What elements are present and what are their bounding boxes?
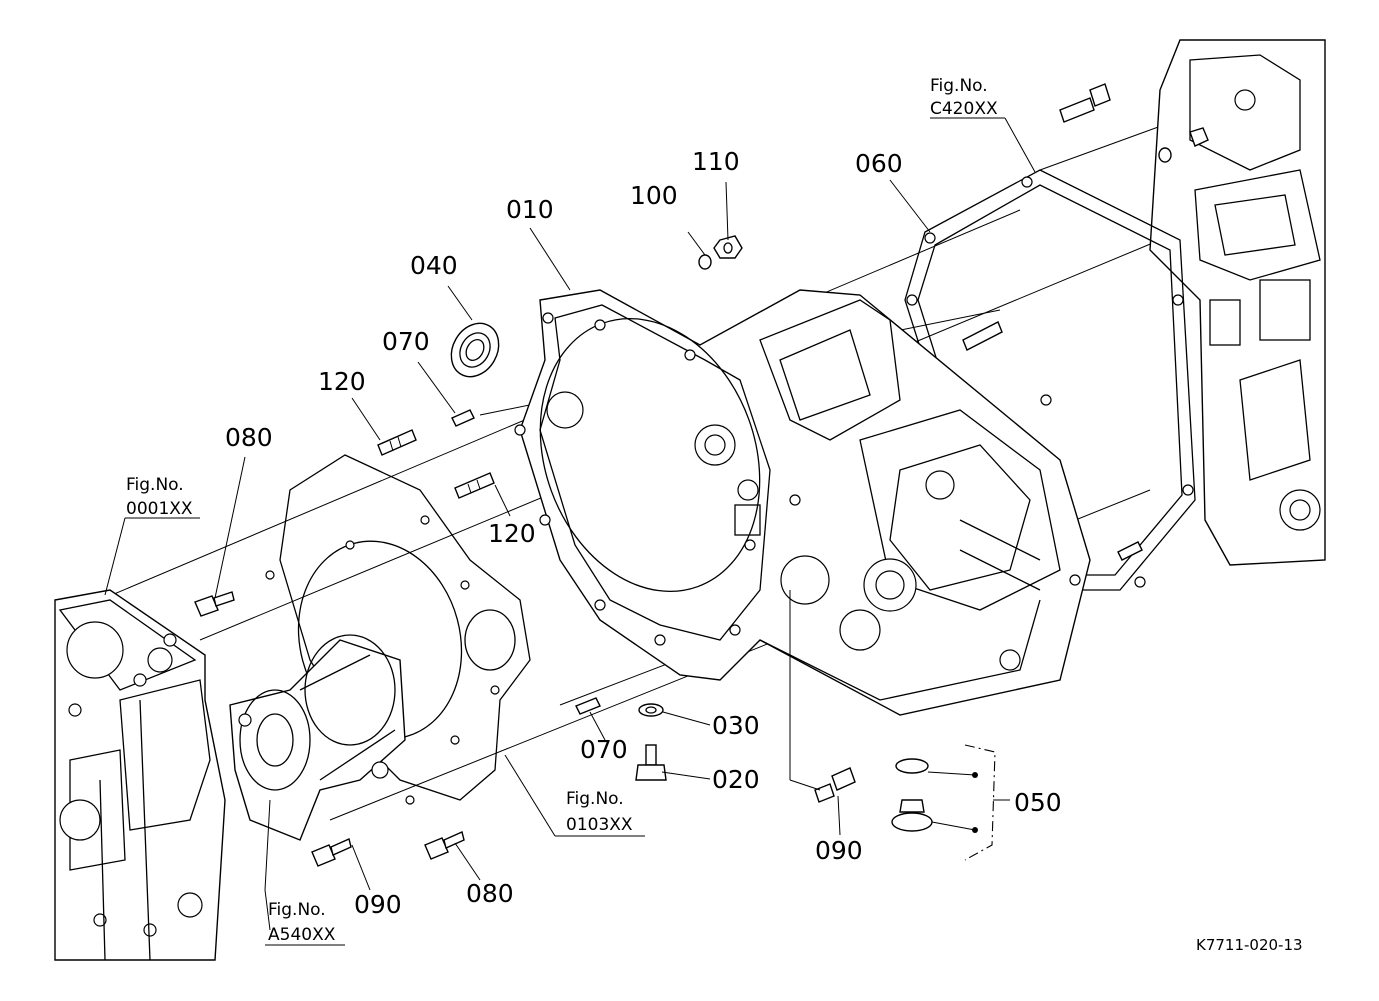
figref-c420xx-code: C420XX: [930, 99, 998, 119]
washer-100: [698, 254, 712, 270]
drawing-code: K7711-020-13: [1196, 936, 1303, 954]
figref-0103xx: Fig.No. 0103XX: [566, 789, 633, 835]
figref-0103xx-title: Fig.No.: [566, 789, 624, 809]
label-070-lower: 070: [580, 735, 628, 764]
engine-plate: [265, 454, 531, 805]
bolt-080-upper: [194, 591, 235, 617]
label-100: 100: [630, 181, 678, 210]
figref-a540xx-code: A540XX: [268, 925, 336, 945]
pins-060-side: [962, 321, 1143, 561]
drain-plug-050: [891, 799, 933, 832]
label-120-lower: 120: [488, 519, 536, 548]
label-090-right: 090: [815, 836, 863, 865]
bolt-080-lower: [424, 831, 465, 860]
label-070-upper: 070: [382, 327, 430, 356]
label-060: 060: [855, 149, 903, 178]
label-050: 050: [1014, 788, 1062, 817]
label-010: 010: [506, 195, 554, 224]
bracket-050: [927, 744, 1010, 861]
label-030: 030: [712, 711, 760, 740]
figref-a540xx-title: Fig.No.: [268, 900, 326, 920]
label-080-lower: 080: [466, 879, 514, 908]
figref-0103xx-code: 0103XX: [566, 815, 633, 835]
figref-0001xx-code: 0001XX: [126, 499, 193, 519]
engine-block: [54, 589, 226, 961]
washer-030: [638, 703, 664, 717]
dowel-pin-070-upper: [451, 409, 475, 427]
figref-c420xx-title: Fig.No.: [930, 76, 988, 96]
label-110: 110: [692, 147, 740, 176]
callout-labels: 010 020 030 040 050 060 070 070 080 080 …: [225, 147, 1062, 919]
o-ring-050: [895, 758, 929, 774]
dowel-pin-070-lower: [575, 697, 601, 715]
label-020: 020: [712, 765, 760, 794]
label-080-upper: 080: [225, 423, 273, 452]
bolt-090-left: [311, 838, 352, 867]
label-090-left: 090: [354, 890, 402, 919]
label-120-upper: 120: [318, 367, 366, 396]
leader-lines: [104, 117, 1036, 931]
starter-motor: [229, 634, 406, 841]
oil-seal-040: [450, 322, 500, 378]
transmission-case-rear: [1149, 39, 1326, 566]
bolt-090-right: [814, 767, 856, 803]
figref-a540xx: Fig.No. A540XX: [265, 900, 345, 946]
figref-0001xx: Fig.No. 0001XX: [126, 475, 193, 519]
bolt-c420-ref: [1059, 83, 1209, 163]
nut-110: [713, 235, 743, 259]
housing-010: [514, 289, 1091, 716]
stud-120-lower: [454, 472, 495, 499]
figref-c420xx: Fig.No. C420XX: [930, 76, 998, 119]
figref-0001xx-title: Fig.No.: [126, 475, 184, 495]
stud-120-upper: [377, 429, 417, 456]
bolt-020: [635, 744, 667, 781]
label-040: 040: [410, 251, 458, 280]
